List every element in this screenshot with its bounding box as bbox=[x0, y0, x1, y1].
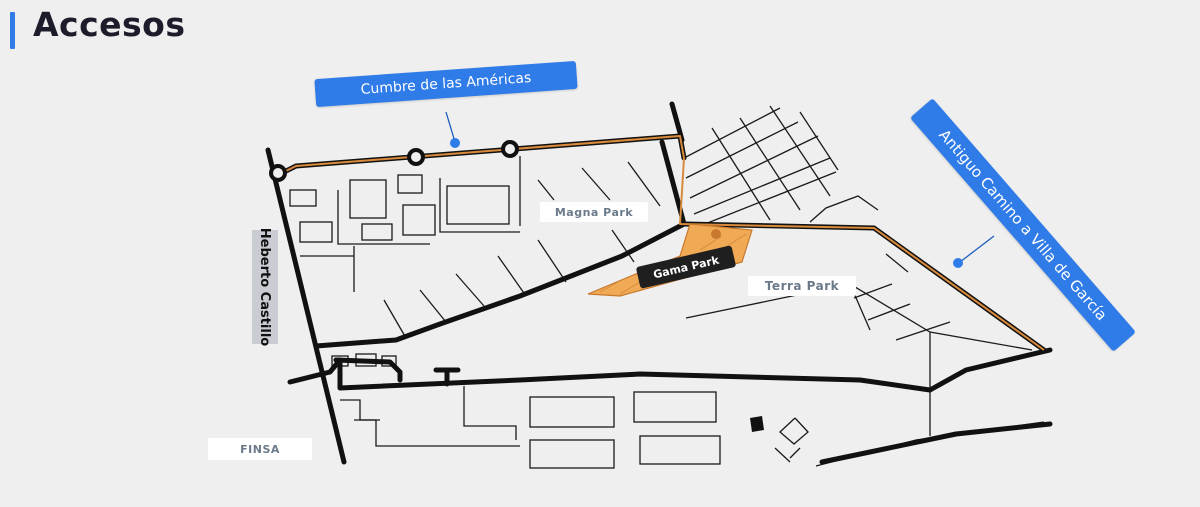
terra-park-label: Terra Park bbox=[748, 276, 856, 296]
magna-park-label: Magna Park bbox=[540, 202, 648, 222]
access-routes bbox=[275, 135, 1045, 351]
location-pin-icon bbox=[711, 229, 721, 239]
minor-streets bbox=[289, 105, 1045, 469]
roundabout-icon bbox=[269, 140, 519, 182]
page-title: Accesos bbox=[33, 5, 186, 44]
finsa-label: FINSA bbox=[208, 438, 312, 460]
heberto-castillo-label: Heberto Castillo bbox=[252, 228, 278, 346]
label-connectors bbox=[445, 111, 995, 263]
title-accent-bar bbox=[10, 12, 15, 49]
connector-dots bbox=[450, 138, 963, 268]
building bbox=[750, 416, 764, 432]
